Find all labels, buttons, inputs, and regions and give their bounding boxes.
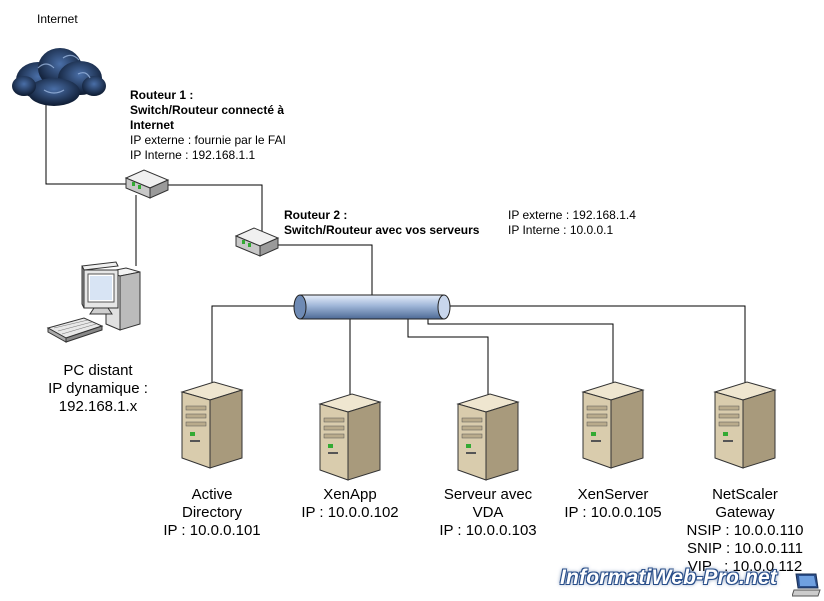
server-xenserver-icon [581,381,645,469]
server-active-directory-icon [180,381,244,469]
link-router1-router2 [160,184,263,234]
desktop-computer-icon [46,261,141,343]
server-netscaler-line: SNIP : 10.0.0.111 [687,540,803,557]
pc-name: PC distant [63,362,133,379]
router2-subtitle: Switch/Routeur avec vos serveurs [284,223,480,237]
link-bus-vda [407,317,489,397]
router2-ip-block: IP externe : 192.168.1.4 IP Interne : 10… [508,208,636,238]
server-netscaler-line: Gateway [715,504,775,521]
pc-description: PC distant IP dynamique : 192.168.1.x [38,362,158,416]
server-netscaler-line: VIP : 10.0.0.112 [687,558,803,575]
router2-description: Routeur 2 : Switch/Routeur avec vos serv… [284,208,479,238]
server-vda-line: IP : 10.0.0.103 [439,522,537,539]
pc-ip: 192.168.1.x [58,398,138,415]
router2-ip-external: IP externe : 192.168.1.4 [508,208,636,222]
link-bus-ad [211,305,300,385]
server-xenserver-line: XenServer [577,486,649,503]
router1-subtitle-line1: Switch/Routeur connecté à [130,103,285,117]
server-active-directory-line: Directory [181,504,242,521]
pc-ip-label: IP dynamique : [48,380,148,397]
server-xenapp-line: IP : 10.0.0.102 [301,504,399,521]
router1-description: Routeur 1 : Switch/Routeur connecté à In… [130,88,286,163]
network-bus-icon [293,294,451,320]
link-internet-router1 [45,105,128,185]
router2-switch-icon [234,227,280,257]
router1-switch-icon [124,169,170,199]
watermark: InformatiWeb-Pro.net [560,566,778,589]
router1-title: Routeur 1 : [130,88,194,102]
internet-label: Internet [37,12,78,26]
server-vda-icon [456,393,520,481]
server-netscaler-line: NSIP : 10.0.0.110 [686,522,804,539]
server-active-directory-line: IP : 10.0.0.101 [163,522,261,539]
server-netscaler-line: NetScaler [712,486,778,503]
laptop-icon [792,573,821,597]
server-xenapp-icon [318,393,382,481]
server-netscaler-icon [713,381,777,469]
server-vda-line: Serveur avec [443,486,533,503]
link-bus-netscaler [444,305,746,385]
link-bus-xenserver [427,317,614,385]
router1-subtitle-line2: Internet [130,118,175,132]
router2-title: Routeur 2 : [284,208,348,222]
router1-ip-external: IP externe : fournie par le FAI [130,133,286,147]
link-router2-bus [270,244,373,296]
router1-ip-internal: IP Interne : 192.168.1.1 [130,148,256,162]
internet-cloud-icon [12,48,106,106]
server-active-directory-line: Active [191,486,233,503]
server-xenapp-line: XenApp [323,486,377,503]
server-xenserver-line: IP : 10.0.0.105 [564,504,662,521]
server-vda-line: VDA [472,504,504,521]
router2-ip-internal: IP Interne : 10.0.0.1 [508,223,614,237]
